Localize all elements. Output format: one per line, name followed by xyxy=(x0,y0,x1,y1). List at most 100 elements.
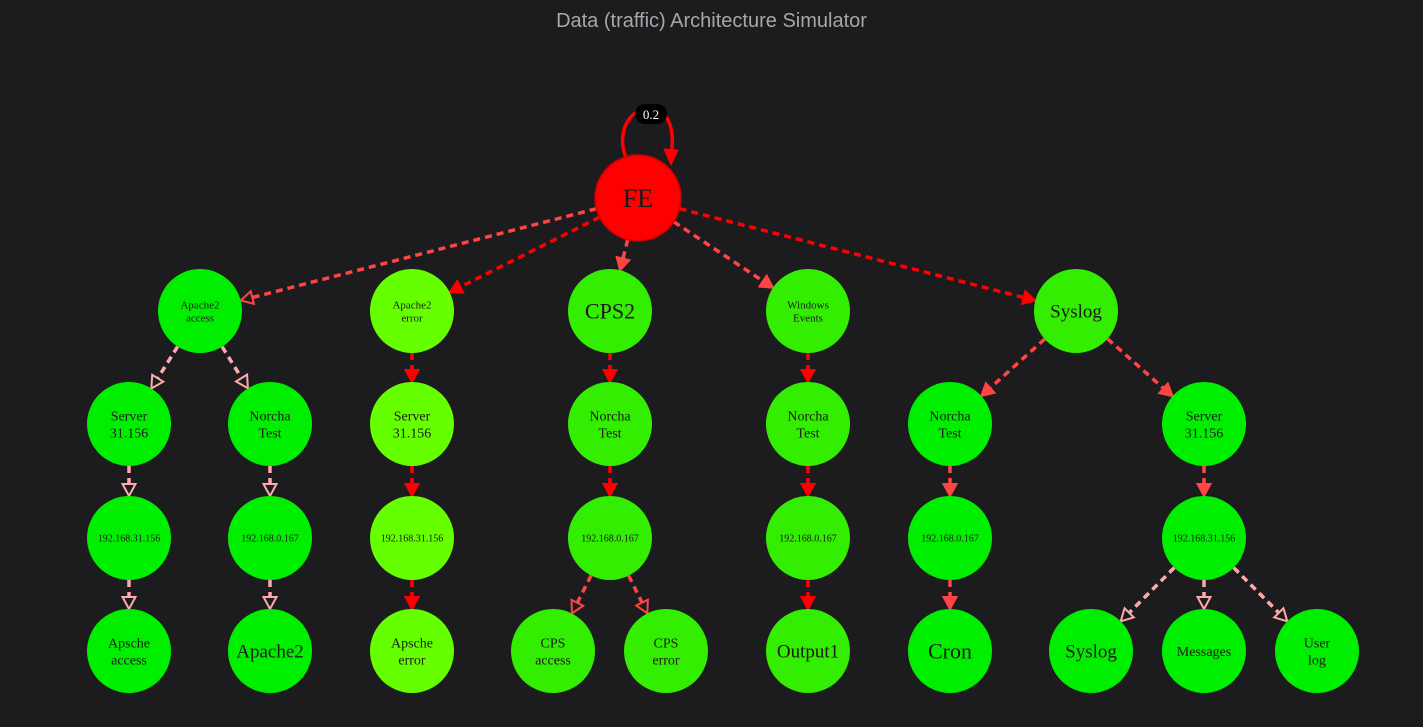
arrowhead xyxy=(238,289,256,306)
node-ip3[interactable]: 192.168.31.156 xyxy=(370,496,454,580)
arrowhead xyxy=(799,369,817,385)
edge-fe-to-apache2_access xyxy=(238,207,597,306)
node-label: Output1 xyxy=(777,642,839,663)
node-label: FE xyxy=(623,184,653,213)
node-label: Events xyxy=(793,312,823,324)
node-circle[interactable] xyxy=(908,609,992,693)
node-label: access xyxy=(535,653,571,668)
node-circle[interactable] xyxy=(766,609,850,693)
node-circle[interactable] xyxy=(624,609,708,693)
node-circle[interactable] xyxy=(1162,496,1246,580)
node-apache2_out[interactable]: Apache2 xyxy=(228,609,312,693)
node-messages[interactable]: Messages xyxy=(1162,609,1246,693)
node-syslog_out[interactable]: Syslog xyxy=(1049,609,1133,693)
node-circle[interactable] xyxy=(594,154,682,242)
arrowhead xyxy=(403,596,421,612)
node-circle[interactable] xyxy=(370,269,454,353)
arrowhead xyxy=(941,483,959,499)
node-circle[interactable] xyxy=(908,382,992,466)
node-circle[interactable] xyxy=(370,382,454,466)
node-circle[interactable] xyxy=(87,382,171,466)
edge-nt1-to-ip2 xyxy=(261,466,279,499)
edge-apache2_access-to-srv1 xyxy=(150,345,180,391)
node-label: error xyxy=(652,653,680,668)
node-ip4[interactable]: 192.168.0.167 xyxy=(568,496,652,580)
self-loop-label: 0.2 xyxy=(643,107,659,122)
node-label: 192.168.31.156 xyxy=(98,534,161,545)
node-circle[interactable] xyxy=(568,496,652,580)
node-label: Apache2 xyxy=(236,642,304,663)
node-cps2[interactable]: CPS2 xyxy=(568,269,652,353)
node-ip1[interactable]: 192.168.31.156 xyxy=(87,496,171,580)
node-circle[interactable] xyxy=(87,609,171,693)
node-circle[interactable] xyxy=(228,609,312,693)
arrowhead xyxy=(941,596,959,612)
node-label: 192.168.31.156 xyxy=(381,534,444,545)
arrowhead xyxy=(403,369,421,385)
node-circle[interactable] xyxy=(1034,269,1118,353)
node-label: Windows xyxy=(787,299,829,311)
node-circle[interactable] xyxy=(1049,609,1133,693)
arrowhead xyxy=(799,596,817,612)
node-circle[interactable] xyxy=(511,609,595,693)
arrowhead xyxy=(979,381,997,398)
node-circle[interactable] xyxy=(568,382,652,466)
node-label: CPS2 xyxy=(585,299,635,324)
node-ip6[interactable]: 192.168.0.167 xyxy=(908,496,992,580)
node-label: Server xyxy=(1186,410,1223,425)
node-label: 192.168.0.167 xyxy=(779,534,837,545)
node-circle[interactable] xyxy=(908,496,992,580)
node-circle[interactable] xyxy=(228,496,312,580)
node-output1[interactable]: Output1 xyxy=(766,609,850,693)
node-circle[interactable] xyxy=(1275,609,1359,693)
arrowhead xyxy=(799,483,817,499)
node-cron[interactable]: Cron xyxy=(908,609,992,693)
edge-ip7-to-user_log xyxy=(1232,566,1289,623)
node-circle[interactable] xyxy=(370,609,454,693)
node-ip2[interactable]: 192.168.0.167 xyxy=(228,496,312,580)
node-circle[interactable] xyxy=(766,496,850,580)
node-circle[interactable] xyxy=(568,269,652,353)
node-label: 31.156 xyxy=(393,426,432,441)
node-label: Cron xyxy=(928,639,972,664)
node-circle[interactable] xyxy=(158,269,242,353)
arrowhead xyxy=(261,596,279,612)
edge-windows_events-to-nt3 xyxy=(799,353,817,385)
node-label: User xyxy=(1304,637,1331,652)
arrowhead xyxy=(234,372,249,391)
self-loop-arrowhead xyxy=(663,148,679,167)
node-circle[interactable] xyxy=(228,382,312,466)
edge-apache2_error-to-srv2 xyxy=(403,353,421,385)
node-circle[interactable] xyxy=(1162,382,1246,466)
arrowhead xyxy=(757,273,775,289)
node-ip5[interactable]: 192.168.0.167 xyxy=(766,496,850,580)
node-syslog_src[interactable]: Syslog xyxy=(1034,269,1118,353)
arrowhead xyxy=(1020,289,1038,306)
node-circle[interactable] xyxy=(370,496,454,580)
arrowhead xyxy=(1157,381,1175,398)
edge-fe-to-apache2_error xyxy=(447,215,601,294)
node-fe[interactable]: FE xyxy=(594,154,682,242)
node-ip7[interactable]: 192.168.31.156 xyxy=(1162,496,1246,580)
node-circle[interactable] xyxy=(766,269,850,353)
node-circle[interactable] xyxy=(1162,609,1246,693)
node-circle[interactable] xyxy=(766,382,850,466)
node-circle[interactable] xyxy=(87,496,171,580)
arrowhead xyxy=(120,483,138,499)
